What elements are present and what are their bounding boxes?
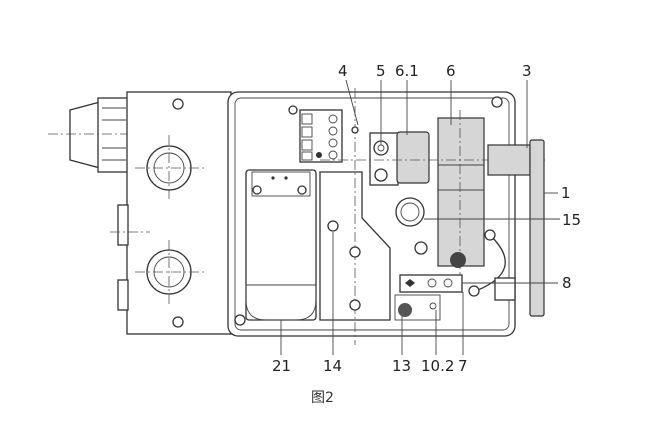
- shaft-3: [487, 144, 531, 176]
- label-21: 21: [272, 357, 291, 375]
- label-8: 8: [562, 274, 572, 292]
- label-1: 1: [561, 184, 571, 202]
- bearing-15: [395, 197, 428, 255]
- terminal-strip: [299, 109, 343, 163]
- label-6: 6: [446, 62, 456, 80]
- module-21: [245, 169, 317, 321]
- label-10-2: 10.2: [421, 357, 454, 375]
- label-3: 3: [522, 62, 532, 80]
- arc-guide: [477, 235, 506, 291]
- component-6-1: [396, 131, 430, 184]
- component-5: [369, 132, 399, 186]
- label-4: 4: [338, 62, 348, 80]
- mounting-plate: [319, 88, 391, 345]
- label-13: 13: [392, 357, 411, 375]
- component-6: [437, 117, 485, 267]
- figure-caption: 图2: [311, 390, 334, 406]
- lever-1: [529, 139, 545, 317]
- label-14: 14: [323, 357, 342, 375]
- label-5: 5: [376, 62, 386, 80]
- label-6-1: 6.1: [395, 62, 419, 80]
- slider-8: [399, 274, 516, 301]
- screw-7: [450, 252, 466, 268]
- terminal-compartment: [110, 91, 232, 335]
- screw-13: [398, 303, 412, 317]
- cable-gland: [48, 97, 138, 173]
- label-7: 7: [458, 357, 468, 375]
- leader-lines: [280, 79, 560, 355]
- hole-10-2: [429, 302, 437, 310]
- label-15: 15: [562, 211, 581, 229]
